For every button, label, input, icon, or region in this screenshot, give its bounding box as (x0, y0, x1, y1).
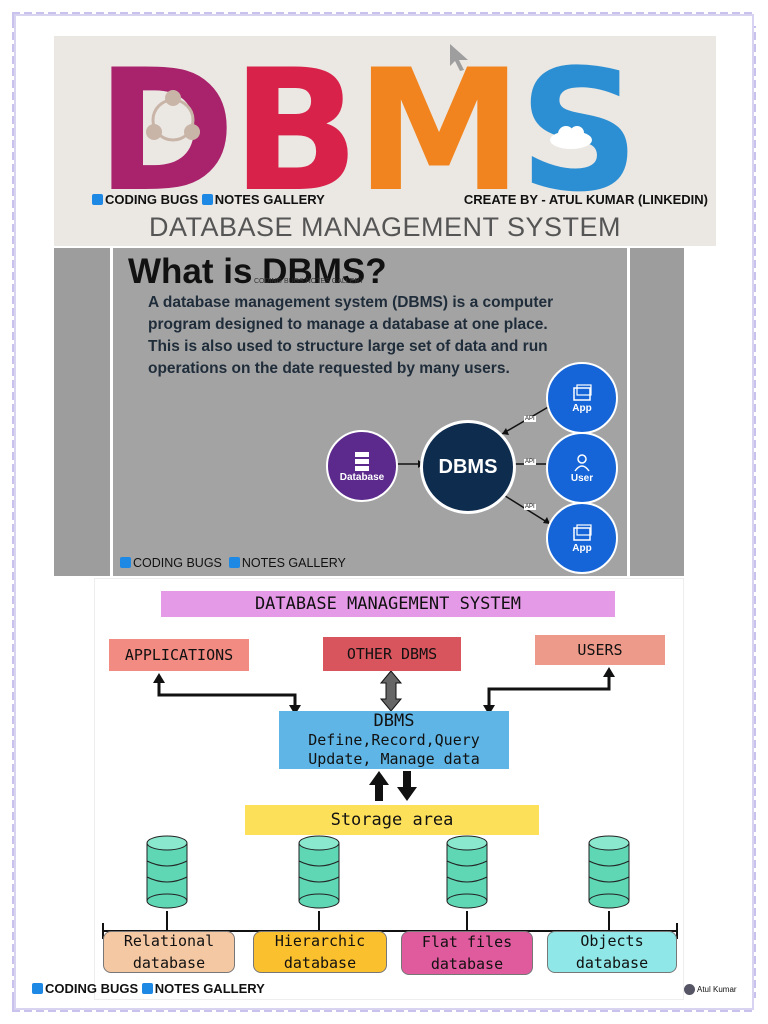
db-label-line1: Objects (580, 932, 644, 950)
what-is-panel (110, 248, 630, 576)
objects-database-label: Objects database (547, 931, 677, 973)
db-label-line1: Hierarchic (274, 932, 366, 950)
db-label-line2: database (283, 954, 357, 972)
db-label-line2: database (132, 954, 206, 972)
server-icon (355, 451, 369, 471)
banner-subtitle: DATABASE MANAGEMENT SYSTEM (148, 212, 622, 242)
window-icon (573, 523, 592, 541)
window-icon (573, 383, 592, 401)
hierarchic-database-label: Hierarchic database (253, 931, 387, 973)
architecture-title: DATABASE MANAGEMENT SYSTEM (161, 591, 615, 617)
credit-notes-gallery: NOTES GALLERY (241, 556, 346, 570)
footer-credit: CODING BUGS NOTES GALLERY (32, 981, 265, 996)
db-label-line2: database (575, 954, 649, 972)
other-dbms-box: OTHER DBMS (323, 637, 461, 671)
database-cylinder-icon (446, 835, 488, 909)
db-label-line1: Relational (123, 932, 215, 950)
architecture-connectors (102, 667, 678, 939)
credit-coding-bugs: CODING BUGS (45, 981, 139, 996)
app-node-bottom: App (546, 502, 618, 574)
db-label-line1: Flat files (421, 933, 513, 951)
database-cylinder-icon (146, 835, 188, 909)
users-box: USERS (535, 635, 665, 665)
database-node-label: Database (339, 471, 385, 483)
dbms-node: DBMS (420, 420, 516, 514)
dbms-banner: DBMS CODING BUGS NOTES GALLERY CREATE BY… (54, 36, 716, 246)
credit-notes-gallery: NOTES GALLERY (154, 981, 265, 996)
api-label: API (524, 416, 536, 422)
api-label: API (524, 504, 536, 510)
what-is-credit: CODING BUGS NOTES GALLERY (120, 556, 346, 570)
letter-b: B (231, 36, 359, 229)
app-node-bottom-label: App (572, 542, 592, 554)
telegram-icon (92, 194, 103, 205)
credit-coding-bugs: CODING BUGS (105, 192, 199, 207)
database-node: Database (326, 430, 398, 502)
api-label: API (524, 459, 536, 465)
dbms-box: DBMS Define,Record,Query Update, Manage … (279, 711, 509, 769)
letter-m: M (355, 36, 523, 229)
cursor-icon (450, 44, 468, 71)
dbms-architecture-diagram: DATABASE MANAGEMENT SYSTEM APPLICATIONS … (94, 578, 684, 1000)
storage-area-box: Storage area (245, 805, 539, 835)
network-icon (146, 90, 200, 142)
user-icon (574, 453, 590, 471)
relational-database-label: Relational database (103, 931, 235, 973)
footer-author: Atul Kumar (684, 984, 737, 995)
user-node: User (546, 432, 618, 504)
user-node-label: User (570, 472, 594, 484)
database-cylinder-icon (588, 835, 630, 909)
watermark: CODING BUGS NOTES GALLERY (254, 278, 364, 285)
telegram-icon (228, 557, 240, 568)
telegram-icon (120, 557, 131, 568)
app-node-top-label: App (572, 402, 592, 414)
telegram-icon (141, 983, 153, 994)
flat-files-database-label: Flat files database (401, 931, 533, 975)
what-is-description: A database management system (DBMS) is a… (148, 294, 554, 377)
cloud-icon (550, 126, 592, 149)
author-name: Atul Kumar (697, 985, 737, 994)
banner-credit-left: CODING BUGS NOTES GALLERY (92, 192, 325, 207)
applications-box: APPLICATIONS (109, 639, 249, 671)
db-label-line2: database (430, 955, 504, 973)
telegram-icon (32, 983, 43, 994)
credit-coding-bugs: CODING BUGS (133, 556, 222, 570)
dbms-box-line2: Update, Manage data (308, 749, 480, 768)
dbms-box-line1: Define,Record,Query (308, 730, 480, 749)
telegram-icon (201, 194, 213, 205)
avatar (684, 984, 695, 995)
banner-credit-right: CREATE BY - ATUL KUMAR (LINKEDIN) (463, 192, 708, 207)
app-node-top: App (546, 362, 618, 434)
what-is-title: What is DBMS? (128, 252, 387, 291)
database-cylinder-icon (298, 835, 340, 909)
dbms-box-title: DBMS (373, 710, 415, 731)
credit-notes-gallery: NOTES GALLERY (214, 192, 325, 207)
what-is-dbms-section: What is DBMS? CODING BUGS NOTES GALLERY … (54, 248, 684, 576)
